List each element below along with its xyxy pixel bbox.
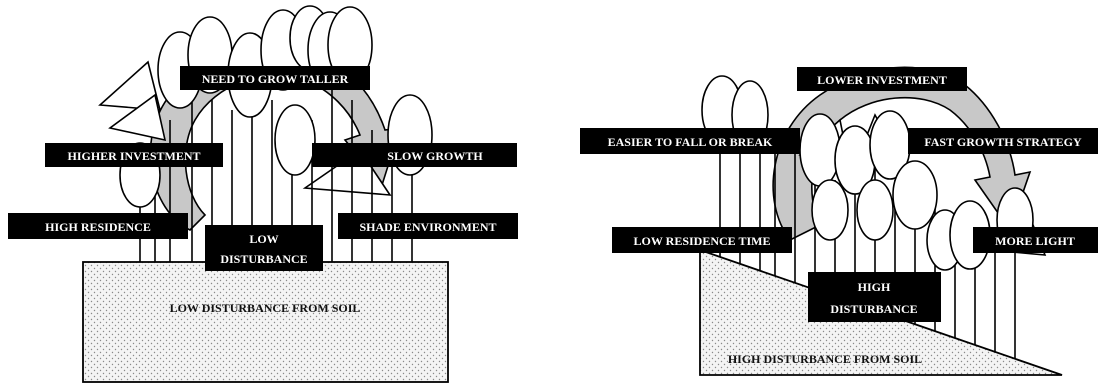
left-soil-block xyxy=(83,262,448,382)
label-slow-growth: SLOW GROWTH xyxy=(387,149,483,163)
right-panel: HIGH DISTURBANCE FROM SOIL LOWER INVESTM… xyxy=(580,67,1098,375)
label-high-disturbance-line1: HIGH xyxy=(858,280,891,294)
left-soil-label: LOW DISTURBANCE FROM SOIL xyxy=(170,301,361,315)
label-low-residence-time: LOW RESIDENCE TIME xyxy=(634,234,771,248)
label-easier-to-fall-or-break: EASIER TO FALL OR BREAK xyxy=(608,135,773,149)
label-lower-investment: LOWER INVESTMENT xyxy=(817,73,947,87)
label-more-light: MORE LIGHT xyxy=(995,234,1075,248)
label-shade-environment: SHADE ENVIRONMENT xyxy=(359,220,496,234)
label-high-disturbance-line2: DISTURBANCE xyxy=(830,302,917,316)
label-fast-growth-strategy: FAST GROWTH STRATEGY xyxy=(924,135,1082,149)
label-low-disturbance-line2: DISTURBANCE xyxy=(220,252,307,266)
label-higher-investment: HIGHER INVESTMENT xyxy=(67,149,200,163)
label-high-residence: HIGH RESIDENCE xyxy=(45,220,151,234)
right-soil-label: HIGH DISTURBANCE FROM SOIL xyxy=(728,352,922,366)
label-low-disturbance-line1: LOW xyxy=(249,232,278,246)
left-panel: LOW DISTURBANCE FROM SOIL NEED TO GROW T… xyxy=(8,6,518,382)
label-need-to-grow-taller: NEED TO GROW TALLER xyxy=(202,72,349,86)
